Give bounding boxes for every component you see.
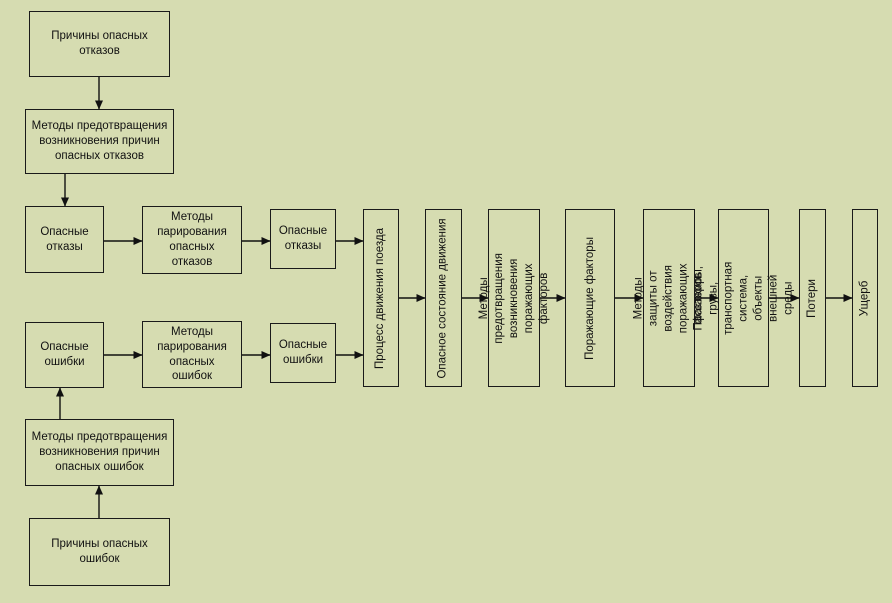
node-prevent-failures: Методы предотвращения возникновения прич…	[25, 109, 174, 174]
node-parry-failures: Методы парирования опасных отказов	[142, 206, 242, 274]
node-dangerous-failures-2: Опасные отказы	[270, 209, 336, 269]
node-dangerous-failures-1: Опасные отказы	[25, 206, 104, 273]
node-causes-failures: Причины опасных отказов	[29, 11, 170, 77]
node-train-process: Процесс движения поезда	[363, 209, 399, 387]
node-dangerous-errors-1: Опасные ошибки	[25, 322, 104, 388]
node-losses: Потери	[799, 209, 826, 387]
node-protection-methods: Методы защиты от воздействия поражающих …	[633, 209, 704, 387]
node-parry-errors: Методы парирования опасных ошибок	[142, 321, 242, 388]
node-causes-errors: Причины опасных ошибок	[29, 518, 170, 586]
node-damaging-factors: Поражающие факторы	[565, 209, 615, 387]
node-prevent-errors: Методы предотвращения возникновения прич…	[25, 419, 174, 486]
node-dangerous-state: Опасное состояние движения	[425, 209, 462, 387]
node-passengers: Пассажиры, грузы, транспортная система, …	[692, 209, 794, 387]
node-dangerous-errors-2: Опасные ошибки	[270, 323, 336, 383]
node-damage: Ущерб	[852, 209, 878, 387]
node-prevent-damaging: Методы предотвращения возникновения пора…	[478, 209, 549, 387]
